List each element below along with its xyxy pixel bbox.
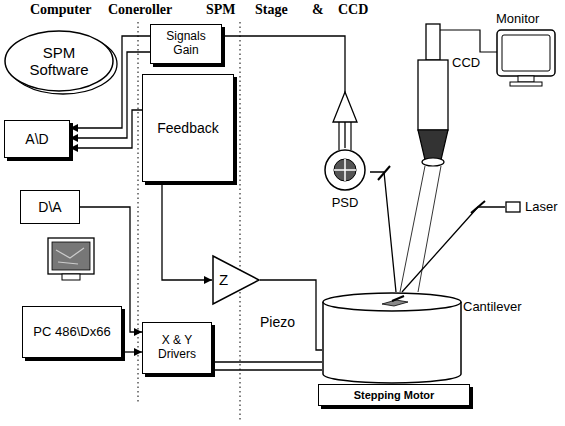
node-text: Feedback — [157, 120, 218, 136]
laser-beam — [370, 172, 396, 292]
laser-source: Laser — [505, 198, 561, 216]
laser-symbol — [505, 201, 521, 213]
psd-cell — [334, 159, 356, 181]
screen-image — [56, 248, 84, 264]
laser-symbol — [506, 202, 520, 212]
driver-box: X & Y Drivers — [142, 322, 212, 374]
node-text: A\D — [25, 131, 48, 147]
objective-lens — [418, 130, 448, 160]
video-cable — [440, 30, 497, 52]
motor-box: Stepping Motor — [318, 384, 470, 406]
psd-symbol — [323, 148, 367, 192]
node-text: SPM Software — [17, 44, 101, 79]
mirror — [378, 166, 390, 180]
psd-detector: PSD — [320, 148, 370, 218]
signal-wire — [260, 280, 322, 350]
view-line — [418, 166, 441, 292]
cylinder-body — [323, 302, 461, 383]
converter-box: A\D — [4, 120, 70, 158]
signal-wire — [212, 361, 322, 362]
ellipse-outline — [5, 31, 113, 91]
node-text: Stepping Motor — [354, 389, 435, 402]
column-divider — [138, 22, 139, 404]
node-text: X & Y Drivers — [149, 334, 205, 362]
amplifier-triangle: Z — [212, 255, 260, 305]
part-label: Cantilever — [463, 300, 522, 315]
cylinder-outline — [322, 292, 462, 384]
monitor-screen — [502, 35, 550, 71]
node-text: Piezo — [260, 314, 295, 330]
device-label: CCD — [452, 56, 480, 71]
column-heading: CCD — [338, 2, 368, 18]
signal-wire — [212, 369, 322, 370]
triangle-outline — [213, 256, 259, 304]
monitor-base — [510, 82, 542, 86]
monitor-icon — [48, 238, 94, 274]
node-text: D\A — [38, 199, 61, 215]
lens-glass — [422, 158, 444, 166]
column-heading: SPM — [206, 2, 236, 18]
column-heading: Computer — [30, 2, 91, 18]
monitor-body — [497, 30, 555, 76]
monitor-screen — [52, 242, 90, 270]
signal-wire — [162, 182, 212, 280]
laser-beam — [402, 207, 505, 292]
psd-ring — [325, 150, 365, 190]
signal-wire — [70, 110, 142, 148]
psd-quadrants — [334, 159, 356, 181]
device-label: Monitor — [496, 12, 539, 27]
mirror — [471, 201, 485, 213]
ccd-camera-body — [426, 24, 440, 60]
piezo-cylinder: Piezo — [322, 292, 462, 384]
process-box: Feedback — [142, 74, 234, 182]
process-box: Signals Gain — [150, 24, 222, 64]
cantilever — [392, 296, 404, 301]
computer-box: PC 486\Dx66 — [22, 306, 122, 358]
monitor-stand — [62, 274, 80, 280]
column-heading: Stage — [255, 2, 288, 18]
column-heading: & — [312, 2, 324, 18]
column-divider — [240, 22, 241, 420]
node-text: Laser — [525, 200, 558, 215]
microscope-tube — [418, 60, 448, 130]
node-text: PC 486\Dx66 — [33, 325, 110, 340]
sample-plate — [382, 300, 408, 306]
signal-wire — [338, 122, 339, 150]
column-heading: Coneroller — [108, 2, 172, 18]
node-text: PSD — [332, 196, 359, 211]
node-text: Signals Gain — [156, 30, 216, 58]
software-ellipse: SPM Software — [4, 30, 114, 92]
amplifier-triangle — [333, 92, 357, 122]
signal-wire — [122, 351, 142, 352]
converter-box: D\A — [20, 190, 80, 224]
node-text: Z — [219, 271, 228, 288]
cylinder-top — [323, 293, 461, 311]
monitor-stand — [518, 76, 534, 82]
signal-wire — [350, 122, 351, 150]
